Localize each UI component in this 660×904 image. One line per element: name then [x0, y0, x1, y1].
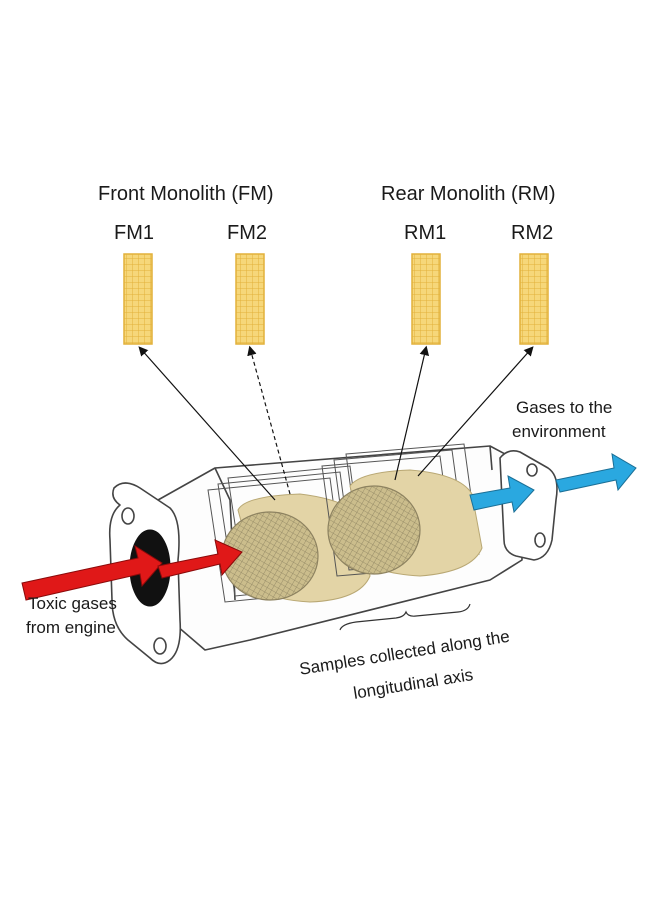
sample-strip-fm2: [235, 253, 265, 345]
sample-pointers: [138, 345, 534, 501]
front-monolith-title: Front Monolith (FM): [98, 183, 274, 205]
outlet-arrow: [469, 453, 637, 514]
sample-strip-fm1: [123, 253, 153, 345]
inlet-arrow: [21, 539, 243, 601]
sample-strip-rm1: [411, 253, 441, 345]
samples-bracket: [339, 603, 471, 631]
outlet-label-line2: environment: [512, 422, 606, 441]
sample-label-rm1: RM1: [404, 222, 447, 244]
inlet-label-line1: Toxic gases: [28, 594, 117, 613]
inlet-label-line2: from engine: [26, 618, 116, 637]
sample-label-fm2: FM2: [227, 222, 267, 244]
outlet-label-line1: Gases to the: [516, 398, 613, 417]
sample-label-fm1: FM1: [114, 222, 154, 244]
rear-monolith: [327, 469, 483, 577]
rear-monolith-title: Rear Monolith (RM): [381, 183, 556, 205]
sample-label-rm2: RM2: [511, 222, 554, 244]
sample-strip-rm2: [519, 253, 549, 345]
flange-bolt-holes: [121, 463, 546, 655]
